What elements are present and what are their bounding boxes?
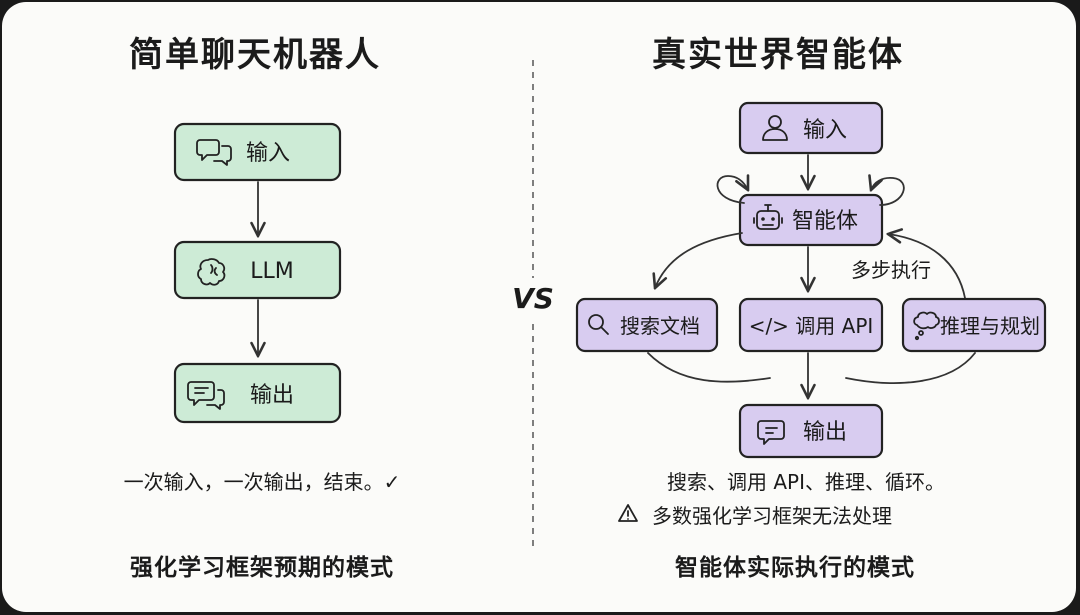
- brain-icon: [197, 258, 226, 286]
- chat-bubbles-icon: [196, 139, 232, 166]
- right-footer: 智能体实际执行的模式: [675, 554, 915, 581]
- right-output-label: 输出: [803, 420, 847, 445]
- right-reason-node: 推理与规划: [901, 297, 1047, 353]
- right-reason-label: 推理与规划: [940, 314, 1040, 338]
- right-title: 真实世界智能体: [652, 35, 904, 75]
- thought-bubble-icon: [913, 311, 940, 341]
- right-caption: 搜索、调用 API、推理、循环。: [667, 470, 945, 494]
- vs-label: VS: [512, 282, 554, 315]
- right-agent-label: 智能体: [792, 209, 858, 234]
- magnifier-icon: [588, 314, 609, 335]
- arrow-agent-to-search: [655, 232, 743, 288]
- right-input-label: 输入: [803, 118, 847, 143]
- right-input-node: 输入: [738, 101, 884, 155]
- loop-arrow-right: [871, 178, 905, 206]
- right-agent-node: 智能体: [738, 193, 884, 247]
- arrow-search-to-output: [647, 352, 771, 383]
- left-title: 简单聊天机器人: [129, 35, 381, 75]
- message-icon: [757, 420, 785, 445]
- left-llm-node: LLM: [173, 240, 342, 300]
- arrow-reason-to-agent: [888, 234, 966, 299]
- right-warning: 多数强化学习框架无法处理: [652, 504, 892, 528]
- left-output-label: 输出: [250, 383, 294, 408]
- left-input-node: 输入: [173, 122, 342, 182]
- right-api-node: </> 调用 API: [738, 297, 884, 353]
- multi-step-annotation: 多步执行: [851, 258, 931, 282]
- arrow-reason-to-output: [845, 352, 976, 384]
- left-llm-label: LLM: [250, 259, 294, 284]
- left-output-node: 输出: [173, 362, 342, 424]
- warning-icon: [618, 504, 638, 522]
- right-search-label: 搜索文档: [620, 314, 700, 338]
- robot-icon: [753, 204, 783, 230]
- left-input-label: 输入: [246, 141, 290, 166]
- left-footer: 强化学习框架预期的模式: [130, 554, 394, 581]
- left-caption: 一次输入，一次输出，结束。✓: [124, 470, 401, 494]
- right-output-node: 输出: [738, 403, 884, 459]
- loop-arrow-left: [716, 176, 748, 204]
- user-icon: [762, 115, 788, 141]
- message-list-icon: [187, 381, 225, 410]
- vs-backdrop: [505, 278, 561, 320]
- right-api-label: </> 调用 API: [749, 314, 874, 338]
- right-search-node: 搜索文档: [575, 297, 719, 353]
